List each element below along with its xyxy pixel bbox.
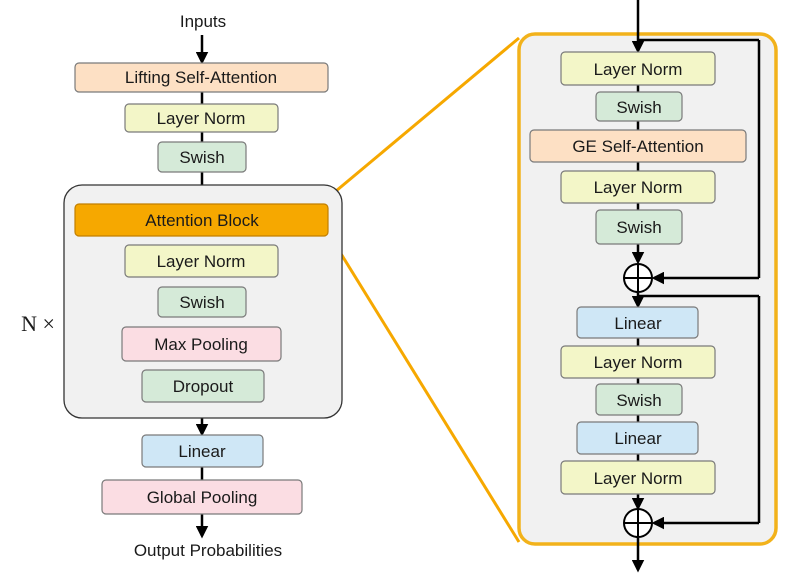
attention-block: Attention Block (74, 203, 329, 237)
repeat-label: N × (21, 311, 55, 336)
ffn-linear-2-block: Linear (576, 421, 699, 455)
layer-norm-label: Layer Norm (157, 109, 246, 128)
linear-label: Linear (178, 442, 226, 461)
loop-layer-norm-label: Layer Norm (157, 252, 246, 271)
inputs-label: Inputs (180, 12, 226, 31)
attn-layer-norm-2-block: Layer Norm (560, 170, 716, 204)
swish-label: Swish (179, 148, 224, 167)
residual-add-2-icon (623, 508, 653, 538)
attn-layer-norm-2-label: Layer Norm (594, 178, 683, 197)
global-pooling-label: Global Pooling (147, 488, 258, 507)
output-label: Output Probabilities (134, 541, 282, 560)
loop-layer-norm-block: Layer Norm (124, 244, 279, 278)
max-pooling-block: Max Pooling (121, 326, 282, 362)
ffn-linear-2-label: Linear (614, 429, 662, 448)
dropout-block: Dropout (141, 369, 265, 403)
right-connectors (631, 0, 761, 573)
dropout-label: Dropout (173, 377, 234, 396)
ffn-layer-norm-2-label: Layer Norm (594, 469, 683, 488)
max-pooling-label: Max Pooling (154, 335, 248, 354)
attn-swish-2-block: Swish (595, 209, 683, 245)
lifting-self-attention-label: Lifting Self-Attention (125, 68, 277, 87)
ffn-swish-label: Swish (616, 391, 661, 410)
residual-add-1-icon (623, 263, 653, 293)
ffn-swish-block: Swish (595, 383, 683, 416)
linear-block: Linear (141, 434, 264, 468)
attn-swish-2-label: Swish (616, 218, 661, 237)
global-pooling-block: Global Pooling (101, 479, 303, 515)
ffn-linear-1-block: Linear (576, 306, 699, 339)
attention-block-label: Attention Block (145, 211, 259, 230)
attn-swish-1-block: Swish (595, 91, 683, 122)
loop-swish-label: Swish (179, 293, 224, 312)
ffn-layer-norm-2-block: Layer Norm (560, 460, 716, 495)
ge-self-attention-label: GE Self-Attention (572, 137, 703, 156)
layer-norm-block: Layer Norm (124, 103, 279, 133)
ffn-layer-norm-1-label: Layer Norm (594, 353, 683, 372)
loop-swish-block: Swish (157, 286, 247, 318)
ffn-layer-norm-1-block: Layer Norm (560, 345, 716, 379)
attn-layer-norm-1-label: Layer Norm (594, 60, 683, 79)
attn-layer-norm-1-block: Layer Norm (560, 51, 716, 86)
attn-swish-1-label: Swish (616, 98, 661, 117)
ge-self-attention-block: GE Self-Attention (529, 129, 747, 163)
lifting-self-attention-block: Lifting Self-Attention (74, 62, 329, 93)
ffn-linear-1-label: Linear (614, 314, 662, 333)
zoom-connectors (328, 36, 521, 543)
swish-block: Swish (157, 141, 247, 173)
